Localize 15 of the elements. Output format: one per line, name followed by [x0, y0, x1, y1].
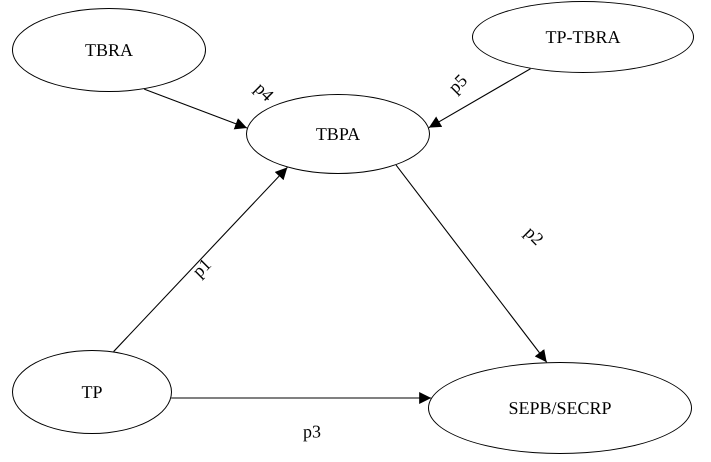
arrow — [396, 164, 548, 363]
arrow — [113, 167, 288, 352]
node-label: TBRA — [84, 40, 133, 60]
edge-label: p5 — [444, 70, 472, 98]
node-label: TP-TBRA — [545, 26, 620, 48]
arrow — [171, 392, 432, 404]
node-label: TP — [81, 382, 102, 402]
edge-label: p4 — [250, 78, 278, 106]
node-label: SEPB/SECRP — [508, 398, 612, 418]
arrow — [144, 88, 248, 130]
node-label: TBPA — [316, 124, 360, 144]
edge-label: p3 — [303, 422, 321, 442]
edge-label: p1 — [188, 254, 216, 282]
edge-label: p2 — [520, 222, 548, 250]
arrow — [428, 68, 531, 128]
